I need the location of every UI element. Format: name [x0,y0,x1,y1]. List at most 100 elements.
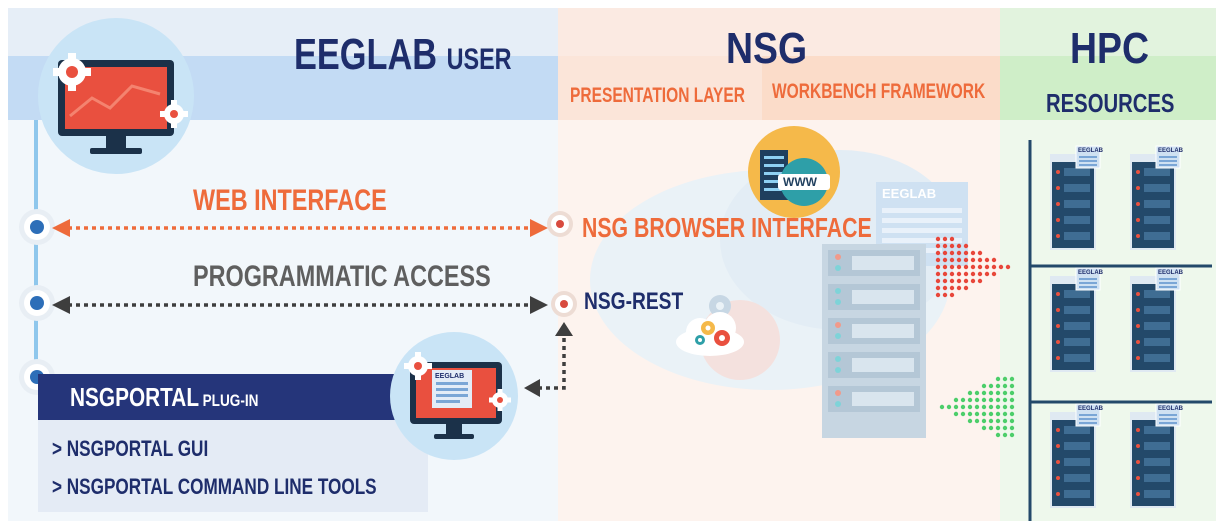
arrow-dot [1009,383,1015,389]
nsg-rest-label: NSG-REST [584,288,684,315]
inbound-dotted-arrow [939,376,1015,438]
arrow-dot [942,285,948,291]
arrow-dot [988,397,994,403]
arrow-dot [970,271,976,277]
plugin-header-bar [38,374,396,420]
arrow-dot [949,257,955,263]
arrow-dot [949,243,955,249]
arrow-dot [1009,376,1015,382]
arrow-dot [942,250,948,256]
server-doc-label: EEGLAB [1078,406,1104,412]
hpc-server: EEGLAB [1050,267,1104,372]
user-title-suffix: USER [446,43,512,76]
arrow-dot [974,404,980,410]
hpc-column-header [1000,8,1216,56]
arrow-dot [953,397,959,403]
nsg-browser-interface-label: NSG BROWSER INTERFACE [582,212,872,243]
arrow-dot [977,271,983,277]
programmatic-access-arrow [52,296,548,314]
arrow-dot [981,397,987,403]
arrow-dot [1009,425,1015,431]
presentation-layer-label: PRESENTATION LAYER [570,84,745,107]
nsg-title: NSG [726,24,808,73]
arrow-dot [949,285,955,291]
arrow-dot [995,411,1001,417]
arrow-dot [1009,432,1015,438]
arrow-dot [953,411,959,417]
arrow-dot [960,411,966,417]
arrow-dot [960,397,966,403]
web-interface-node [24,214,50,240]
arrow-dot [1005,264,1011,270]
arrow-dot [963,285,969,291]
arrow-dot [1009,411,1015,417]
arrow-dot [956,271,962,277]
arrow-dot [967,411,973,417]
hpc-server: EEGLAB [1130,267,1184,372]
arrow-dot [949,236,955,242]
arrow-dot [991,271,997,277]
arrow-dot [1002,432,1008,438]
arrow-dot [991,264,997,270]
server-rack-icon [822,244,926,438]
arrow-dot [956,243,962,249]
arrow-dot [995,425,1001,431]
arrow-dot [935,236,941,242]
plugin-gui-item: > NSGPORTAL GUI [52,436,209,461]
arrow-dot [974,411,980,417]
user-title: EEGLAB USER [294,30,512,80]
arrow-dot [949,278,955,284]
arrow-dot [935,285,941,291]
arrow-dot [998,264,1004,270]
arrow-dot [960,404,966,410]
arrow-dot [935,292,941,298]
arrow-dot [935,278,941,284]
arrow-dot [988,404,994,410]
arrow-dot [939,404,945,410]
plugin-suffix: PLUG-IN [202,391,259,410]
arrow-dot [977,278,983,284]
arrow-dot [956,250,962,256]
plugin-tools-panel [38,420,428,512]
hpc-server: EEGLAB [1050,403,1104,508]
arrow-dot [1009,418,1015,424]
www-label: WWW [783,175,818,189]
server-doc-label: EEGLAB [1158,406,1184,412]
plugin-name: NSGPORTAL [70,382,200,412]
server-doc-label: EEGLAB [1158,270,1184,276]
arrow-dot [949,292,955,298]
arrow-dot [988,390,994,396]
arrow-dot [981,418,987,424]
arrow-dot [995,397,1001,403]
presentation-layer-band [558,56,762,120]
arrow-dot [981,390,987,396]
arrow-dot [949,264,955,270]
arrow-dot [974,397,980,403]
hpc-resources-label: RESOURCES [1046,88,1175,118]
arrow-dot [935,250,941,256]
workbench-framework-label: WORKBENCH FRAMEWORK [772,80,986,103]
arrow-dot [995,376,1001,382]
arrow-dot [935,264,941,270]
arrow-dot [981,411,987,417]
arrow-dot [1002,404,1008,410]
arrow-dot [995,390,1001,396]
arrow-dot [974,390,980,396]
web-interface-arrow [52,219,548,237]
arrow-dot [942,236,948,242]
hpc-column-band [1000,56,1216,120]
arrow-dot [981,383,987,389]
arrow-dot [1002,418,1008,424]
arrow-dot [988,411,994,417]
arrow-dot [981,404,987,410]
arrow-dot [953,404,959,410]
arrow-dot [949,250,955,256]
arrow-dot [1002,411,1008,417]
arrow-dot [963,278,969,284]
arrow-dot [1002,425,1008,431]
plugin-rest-connector [524,322,573,397]
arrow-dot [970,278,976,284]
outbound-dotted-arrow [935,236,1011,298]
